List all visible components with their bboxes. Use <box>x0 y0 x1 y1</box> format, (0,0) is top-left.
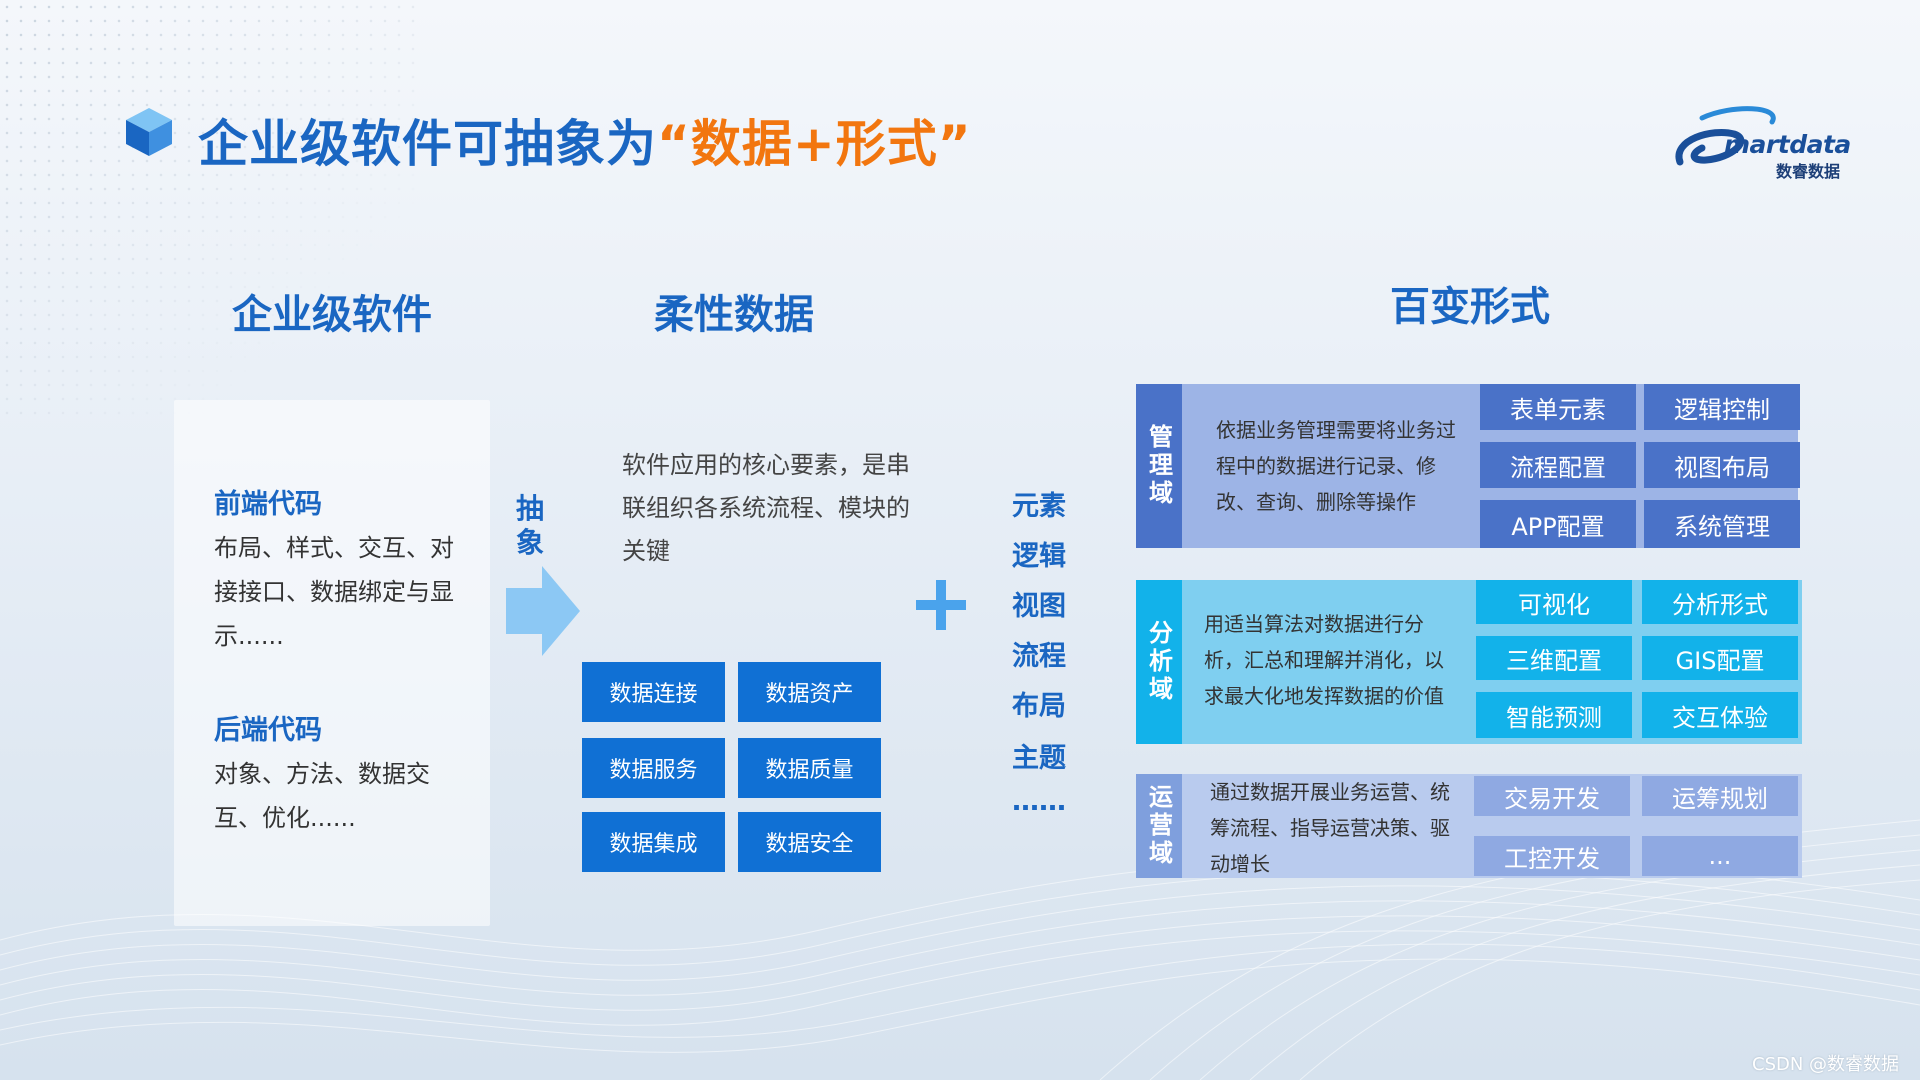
domain-chip: APP配置 <box>1480 500 1636 548</box>
domain-chip: 运筹规划 <box>1642 776 1798 816</box>
data-tile: 数据集成 <box>582 812 725 872</box>
cube-icon <box>126 108 172 156</box>
element-item: 逻辑 <box>1012 541 1066 572</box>
domain-chip: ... <box>1642 836 1798 876</box>
dot-pattern <box>0 0 420 420</box>
frontend-code-text: 布局、样式、交互、对接接口、数据绑定与显示...... <box>214 534 454 650</box>
operations-domain: 运营域 通过数据开展业务运营、统筹流程、指导运营决策、驱动增长 交易开发 运筹规… <box>1136 774 1802 878</box>
data-tile: 数据服务 <box>582 738 725 798</box>
brand-logo: martdata 数睿数据 <box>1672 100 1851 182</box>
domain-tag-label: 运营域 <box>1144 784 1173 868</box>
management-domain: 管理域 依据业务管理需要将业务过程中的数据进行记录、修改、查询、删除等操作 表单… <box>1136 384 1802 548</box>
domain-tag: 运营域 <box>1136 774 1182 878</box>
domain-tag: 管理域 <box>1136 384 1182 548</box>
domain-chip: 逻辑控制 <box>1644 384 1800 430</box>
element-item: …… <box>1012 786 1066 817</box>
domain-chip: 交互体验 <box>1642 692 1798 738</box>
domain-tag-label: 分析域 <box>1144 620 1173 704</box>
arrow-right-icon <box>506 566 580 656</box>
domain-description: 用适当算法对数据进行分析，汇总和理解并消化，以求最大化地发挥数据的价值 <box>1204 612 1444 708</box>
logo-swoosh-icon <box>1675 106 1776 166</box>
domain-tag: 分析域 <box>1136 580 1182 744</box>
domain-chip: 分析形式 <box>1642 580 1798 624</box>
enterprise-software-panel: 前端代码 布局、样式、交互、对接接口、数据绑定与显示...... 后端代码 对象… <box>174 400 490 926</box>
element-item: 元素 <box>1012 491 1066 522</box>
domain-chip: 交易开发 <box>1474 776 1630 816</box>
domain-chip: 工控开发 <box>1474 836 1630 876</box>
title-main: 企业级软件可抽象为 <box>198 115 657 173</box>
domain-chip: 智能预测 <box>1476 692 1632 738</box>
domain-description: 通过数据开展业务运营、统筹流程、指导运营决策、驱动增长 <box>1210 780 1450 876</box>
domain-tag-label: 管理域 <box>1144 424 1173 508</box>
domain-chip: 流程配置 <box>1480 442 1636 488</box>
backend-code-text: 对象、方法、数据交互、优化...... <box>214 760 430 832</box>
element-item: 流程 <box>1012 641 1066 672</box>
logo-wordmark: martdata <box>1724 130 1851 159</box>
page-title: 企业级软件可抽象为“数据+形式” <box>198 104 972 176</box>
data-tile: 数据连接 <box>582 662 725 722</box>
heading-varied-forms: 百变形式 <box>1390 284 1550 330</box>
flexible-data-description: 软件应用的核心要素，是串联组织各系统流程、模块的关键 <box>622 451 910 565</box>
element-item: 布局 <box>1012 691 1066 722</box>
domain-chip: 系统管理 <box>1644 500 1800 548</box>
abstraction-label: 抽象 <box>515 492 544 559</box>
title-accent: “数据+形式” <box>657 115 972 173</box>
domain-chip: GIS配置 <box>1642 636 1798 680</box>
element-item: 视图 <box>1012 591 1066 622</box>
domain-chip: 可视化 <box>1476 580 1632 624</box>
data-tile: 数据安全 <box>738 812 881 872</box>
domain-chip: 视图布局 <box>1644 442 1800 488</box>
heading-enterprise-software: 企业级软件 <box>232 292 432 338</box>
heading-flexible-data: 柔性数据 <box>654 292 814 338</box>
data-tile: 数据资产 <box>738 662 881 722</box>
frontend-code-title: 前端代码 <box>214 489 322 520</box>
plus-icon <box>916 580 966 630</box>
watermark-credit: CSDN @数睿数据 <box>1752 1054 1900 1075</box>
domain-chip: 表单元素 <box>1480 384 1636 430</box>
analysis-domain: 分析域 用适当算法对数据进行分析，汇总和理解并消化，以求最大化地发挥数据的价值 … <box>1136 580 1802 744</box>
logo-chinese-name: 数睿数据 <box>1776 162 1841 181</box>
element-item: 主题 <box>1012 743 1066 774</box>
data-tile: 数据质量 <box>738 738 881 798</box>
domain-chip: 三维配置 <box>1476 636 1632 680</box>
domain-description: 依据业务管理需要将业务过程中的数据进行记录、修改、查询、删除等操作 <box>1216 418 1456 514</box>
backend-code-title: 后端代码 <box>214 715 322 746</box>
